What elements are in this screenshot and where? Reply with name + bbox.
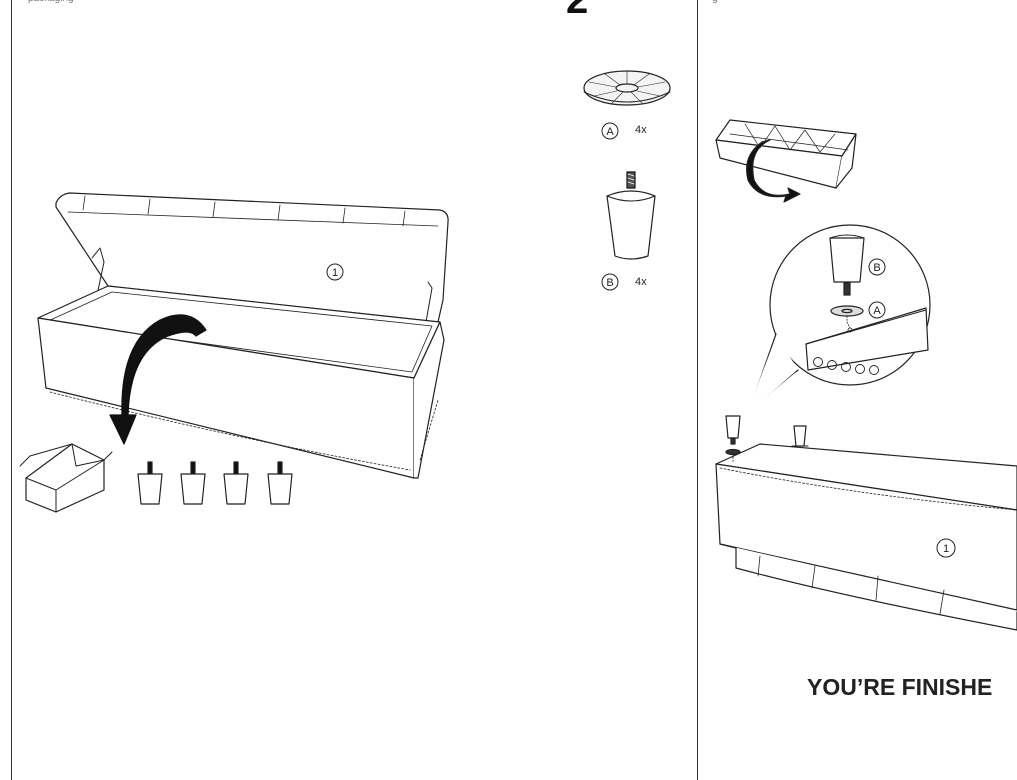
bench-number-circle-right <box>936 538 956 558</box>
part-b-quantity: 4x <box>635 276 647 288</box>
legs-group <box>137 461 293 505</box>
header-text-right: g <box>712 0 718 4</box>
part-a-circle <box>601 122 619 140</box>
page-border-left <box>11 0 12 780</box>
header-text-left: packaging <box>28 0 74 4</box>
page-divider <box>697 0 698 780</box>
cushion-flip-illustration <box>715 119 857 203</box>
finished-message: YOU’RE FINISHE <box>807 674 993 700</box>
leg-2-icon <box>180 461 206 505</box>
part-b-letter: B <box>606 277 613 289</box>
part-a-letter: A <box>606 126 614 138</box>
bench-leg-icon <box>606 171 656 260</box>
glide-disc-icon <box>583 70 671 106</box>
part-a-quantity: 4x <box>635 124 647 136</box>
bench-number-circle <box>326 263 344 281</box>
detail-a-letter: A <box>873 305 881 317</box>
part-b-circle <box>601 273 619 291</box>
leg-4-icon <box>267 461 293 505</box>
detail-magnifier <box>746 224 931 416</box>
detail-b-letter: B <box>873 262 880 274</box>
bench-number-label: 1 <box>332 267 338 279</box>
leg-1-icon <box>137 461 163 505</box>
upside-down-bench-illustration <box>715 415 1017 631</box>
leg-3-icon <box>223 461 249 505</box>
bench-number-label-right: 1 <box>943 543 949 555</box>
open-bench-illustration <box>19 192 449 513</box>
step-number: 2 <box>566 0 589 22</box>
